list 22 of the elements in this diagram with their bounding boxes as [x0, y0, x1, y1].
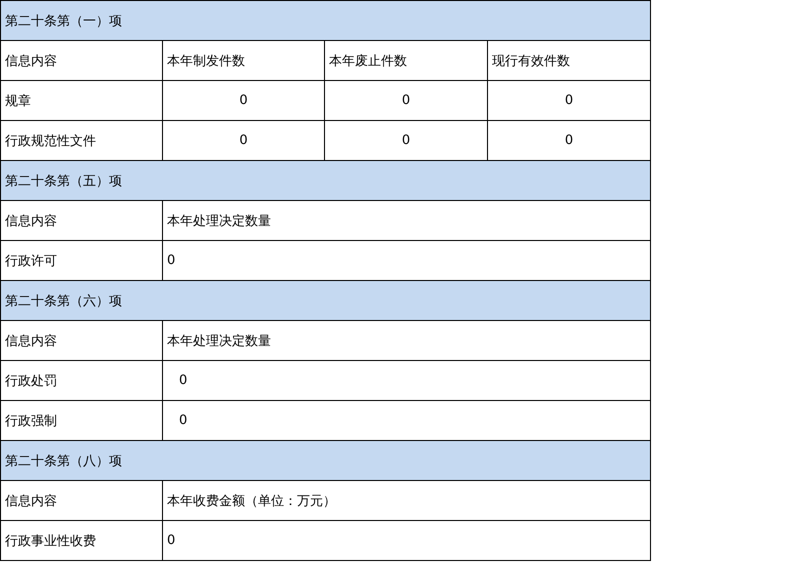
row-header: 信息内容 — [0, 200, 162, 240]
data-value: 0 — [488, 80, 650, 120]
row-label: 行政事业性收费 — [0, 520, 162, 560]
row-header: 信息内容 — [0, 320, 162, 360]
column-header: 本年废止件数 — [324, 40, 488, 80]
row-label: 行政处罚 — [0, 360, 162, 400]
column-header: 现行有效件数 — [488, 40, 650, 80]
column-header: 本年制发件数 — [162, 40, 324, 80]
row-header: 信息内容 — [0, 480, 162, 520]
column-header: 本年处理决定数量 — [162, 200, 650, 240]
section-header: 第二十条第（六）项 — [0, 280, 650, 320]
section-header: 第二十条第（五）项 — [0, 160, 650, 200]
data-value: 0 — [324, 80, 488, 120]
data-value: 0 — [162, 520, 650, 560]
data-value: 0 — [162, 360, 650, 400]
row-label: 规章 — [0, 80, 162, 120]
column-header: 本年收费金额（单位：万元） — [162, 480, 650, 520]
section-header: 第二十条第（一）项 — [0, 0, 650, 40]
column-header: 本年处理决定数量 — [162, 320, 650, 360]
data-value: 0 — [162, 80, 324, 120]
section-header: 第二十条第（八）项 — [0, 440, 650, 480]
row-header: 信息内容 — [0, 40, 162, 80]
